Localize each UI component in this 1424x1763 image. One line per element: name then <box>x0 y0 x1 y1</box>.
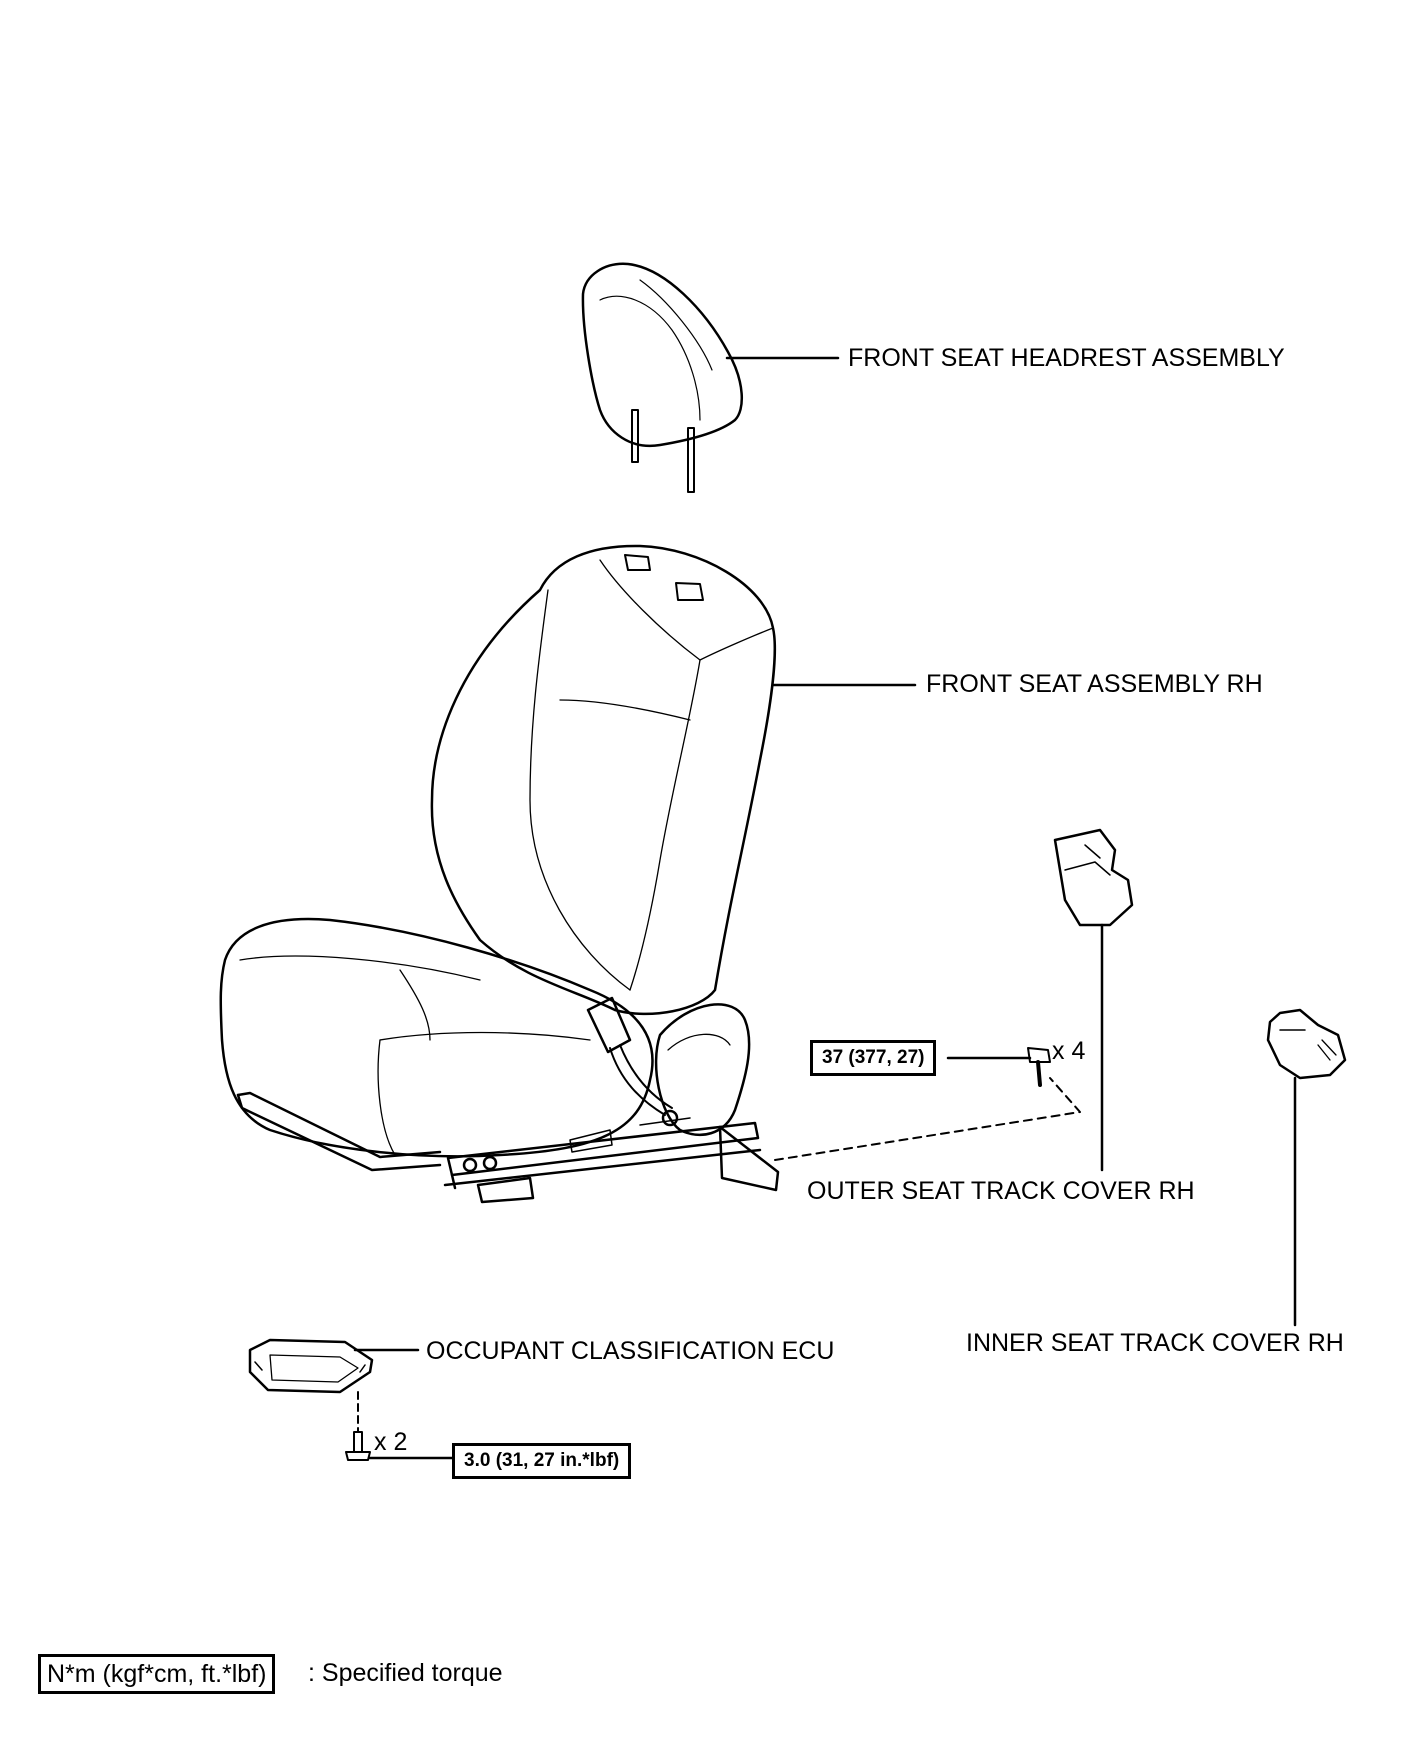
seatbelt-buckle-illustration <box>586 996 679 1127</box>
legend-torque-unit-box: N*m (kgf*cm, ft.*lbf) <box>38 1654 276 1694</box>
seat-track-illustration <box>236 1091 780 1204</box>
recliner-cover-illustration <box>654 1003 751 1137</box>
label-front-seat-assembly-rh: FRONT SEAT ASSEMBLY RH <box>926 670 1263 698</box>
label-occupant-classification-ecu: OCCUPANT CLASSIFICATION ECU <box>426 1337 835 1365</box>
seat-bolt-icon <box>1027 1047 1051 1087</box>
label-front-seat-headrest-assembly: FRONT SEAT HEADREST ASSEMBLY <box>848 344 1285 372</box>
seat-back-illustration <box>430 544 777 1016</box>
ecu-bolt-icon <box>345 1431 371 1461</box>
legend-specified-torque: : Specified torque <box>308 1659 503 1687</box>
quantity-seat-bolt: x 4 <box>1052 1037 1086 1065</box>
seat-bolt-dashed-line <box>774 1077 1081 1161</box>
torque-box-seat-bolt: 37 (377, 27) <box>810 1040 937 1076</box>
inner-seat-track-cover-illustration <box>1266 1008 1347 1080</box>
label-inner-seat-track-cover-rh: INNER SEAT TRACK COVER RH <box>966 1329 1344 1357</box>
seat-cushion-illustration <box>219 917 654 1158</box>
label-outer-seat-track-cover-rh: OUTER SEAT TRACK COVER RH <box>807 1177 1195 1205</box>
torque-box-ecu-bolt: 3.0 (31, 27 in.*lbf) <box>452 1443 632 1479</box>
headrest-illustration <box>581 262 744 493</box>
outer-seat-track-cover-illustration <box>1053 828 1134 927</box>
quantity-ecu-bolt: x 2 <box>374 1428 408 1456</box>
occupant-classification-ecu-illustration <box>248 1338 374 1394</box>
